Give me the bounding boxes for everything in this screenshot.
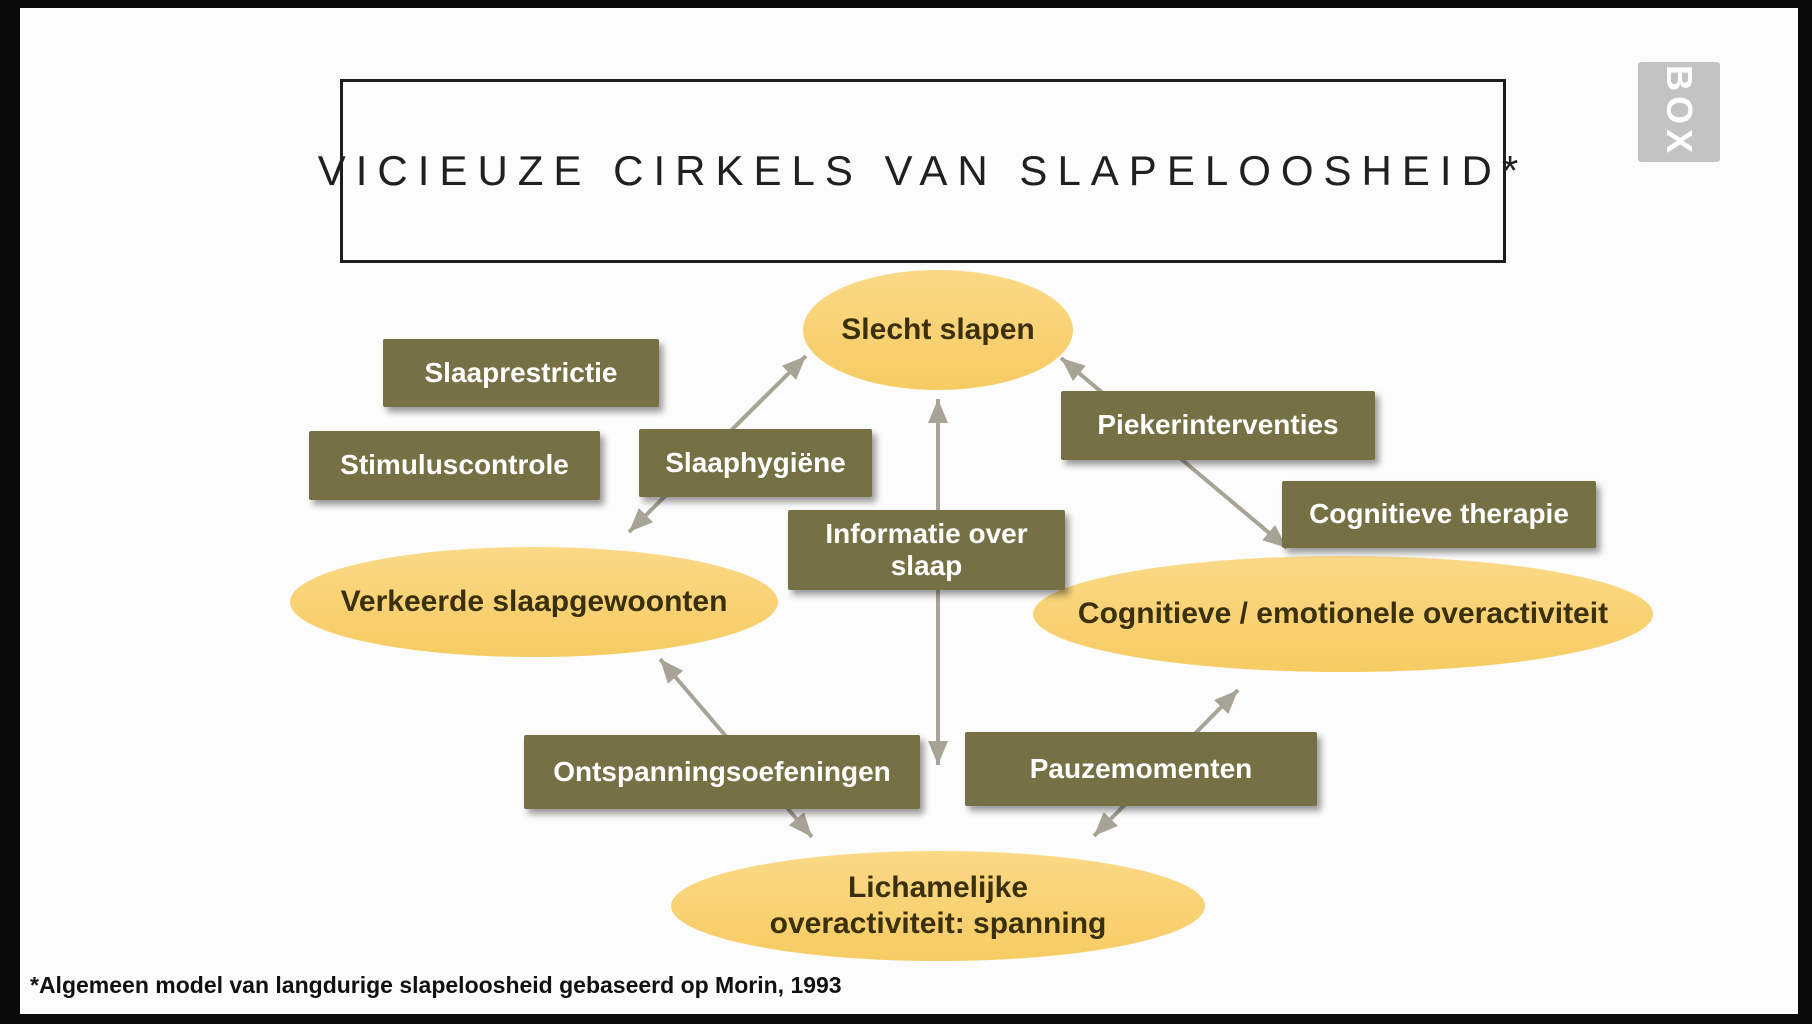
node-label: Lichamelijke overactiviteit: spanning bbox=[770, 870, 1107, 942]
node-cognitieve-emotionele-overactiviteit: Cognitieve / emotionele overactiviteit bbox=[1033, 556, 1653, 672]
footnote: *Algemeen model van langdurige slapeloos… bbox=[30, 972, 842, 998]
node-label: Slecht slapen bbox=[841, 313, 1035, 346]
node-lichamelijke-overactiviteit-spanning: Lichamelijke overactiviteit: spanning bbox=[671, 851, 1205, 961]
box-logo-text: BOX bbox=[1659, 65, 1700, 159]
intervention-label: Pauzemomenten bbox=[1029, 752, 1253, 784]
intervention-label: Stimuluscontrole bbox=[340, 449, 569, 481]
node-verkeerde-slaapgewoonten: Verkeerde slaapgewoonten bbox=[290, 547, 778, 657]
slide-title: VICIEUZE CIRKELS VAN SLAPELOOSHEID* bbox=[317, 147, 1529, 194]
intervention-cognitieve-therapie: Cognitieve therapie bbox=[1282, 481, 1596, 548]
intervention-informatie-over-slaap: Informatie over slaap bbox=[788, 510, 1065, 590]
intervention-label: Cognitieve therapie bbox=[1309, 498, 1569, 530]
intervention-label: Ontspanningsoefeningen bbox=[553, 755, 891, 787]
intervention-label-line1: Informatie over bbox=[825, 517, 1028, 549]
intervention-pauzemomenten: Pauzemomenten bbox=[965, 732, 1317, 806]
intervention-slaaprestrictie: Slaaprestrictie bbox=[383, 339, 659, 407]
intervention-ontspanningsoefeningen: Ontspanningsoefeningen bbox=[524, 735, 920, 809]
intervention-stimuluscontrole: Stimuluscontrole bbox=[309, 431, 600, 500]
node-label-line2: overactiviteit: spanning bbox=[769, 907, 1107, 940]
title-box: VICIEUZE CIRKELS VAN SLAPELOOSHEID* bbox=[318, 79, 1518, 263]
node-slecht-slapen: Slecht slapen bbox=[803, 270, 1073, 390]
intervention-slaaphygiene: Slaaphygiëne bbox=[639, 429, 872, 497]
intervention-label: Informatie over slaap bbox=[825, 518, 1027, 582]
intervention-piekerinterventies: Piekerinterventies bbox=[1061, 391, 1375, 460]
intervention-label: Piekerinterventies bbox=[1097, 409, 1339, 441]
intervention-label: Slaaprestrictie bbox=[424, 356, 618, 388]
node-label: Verkeerde slaapgewoonten bbox=[340, 585, 728, 618]
node-label: Cognitieve / emotionele overactiviteit bbox=[1077, 597, 1609, 630]
node-label-line1: Lichamelijke bbox=[847, 871, 1029, 904]
box-logo: BOX bbox=[1638, 62, 1720, 162]
intervention-label-line2: slaap bbox=[890, 550, 963, 581]
intervention-label: Slaaphygiëne bbox=[665, 446, 846, 478]
